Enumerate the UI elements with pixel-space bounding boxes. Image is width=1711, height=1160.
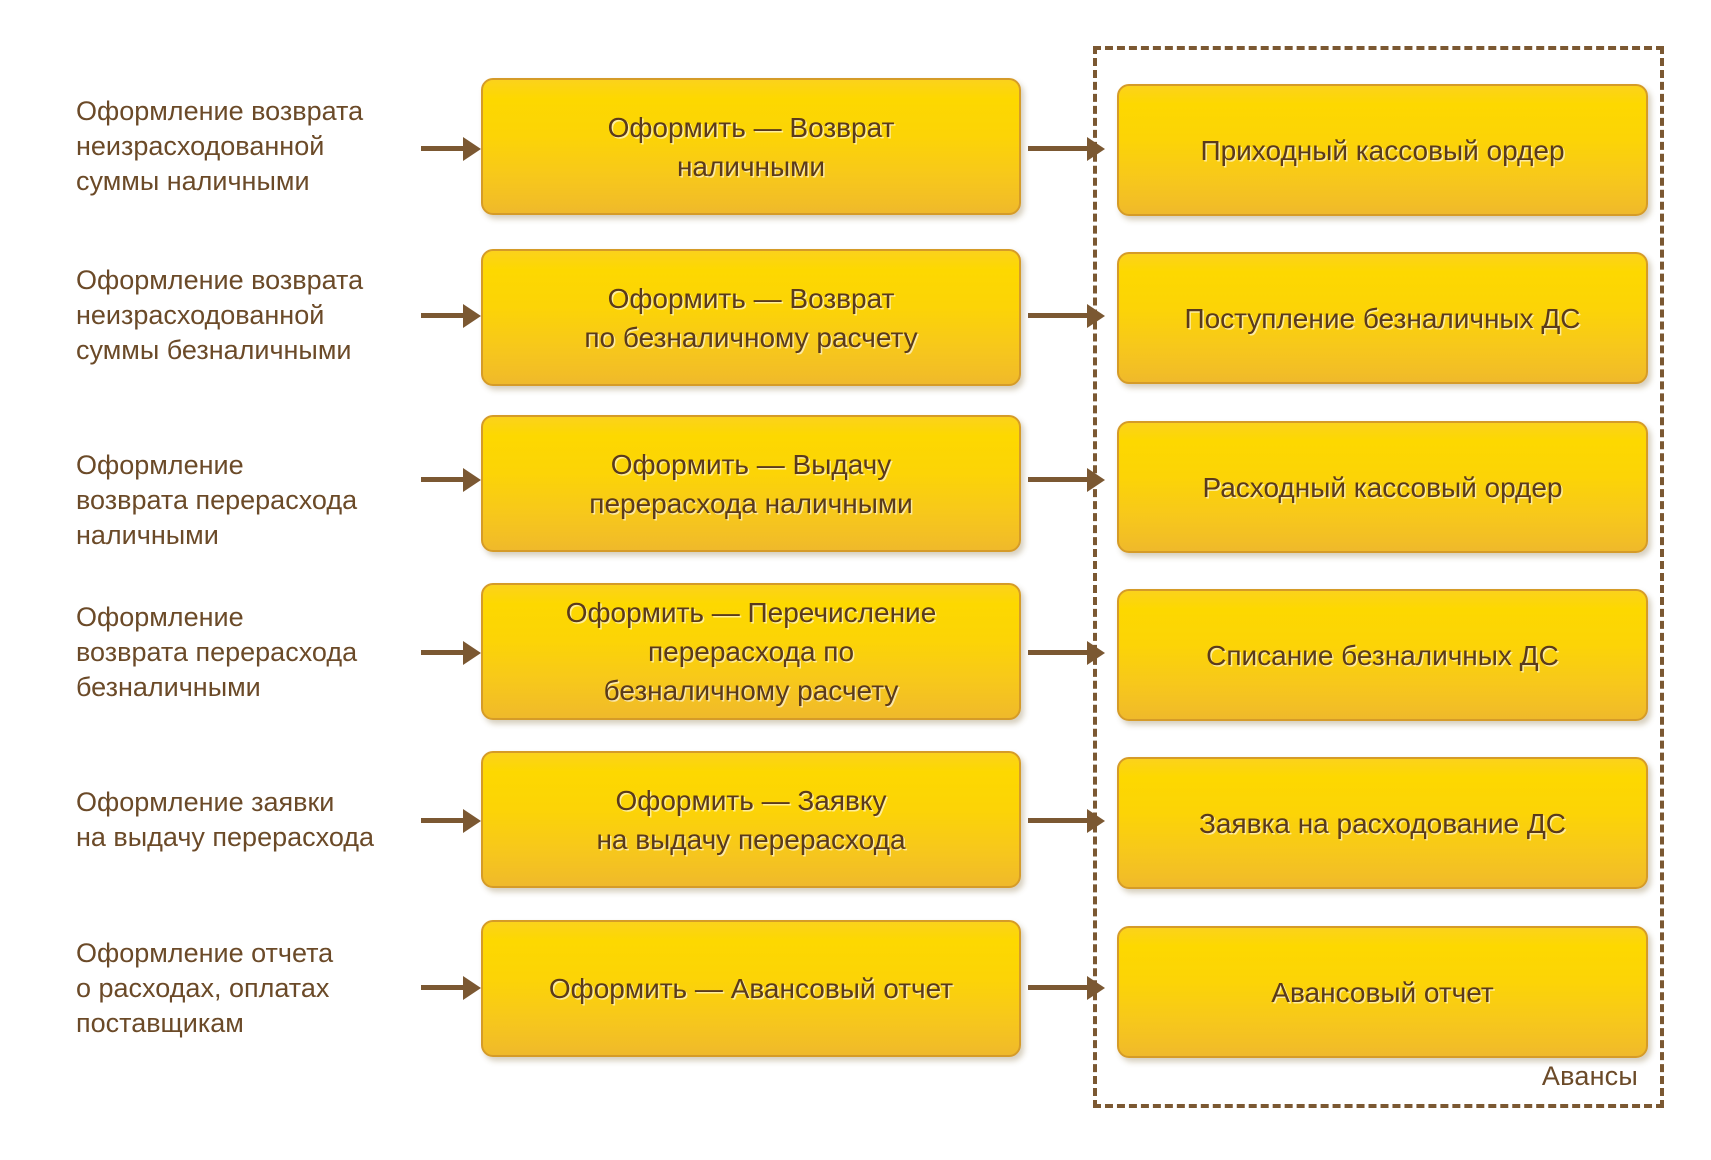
group-container-avansy: Авансы: [1093, 46, 1664, 1108]
row-description: Оформление возврата неизрасходованной су…: [76, 263, 426, 368]
group-label: Авансы: [1541, 1061, 1638, 1091]
document-box[interactable]: Поступление безналичных ДС: [1117, 252, 1648, 384]
document-box[interactable]: Заявка на расходование ДС: [1117, 757, 1648, 889]
description-line: Оформление отчета: [76, 938, 334, 968]
document-box-label: Заявка на расходование ДС: [1198, 807, 1567, 839]
action-box[interactable]: Оформить — Возврат наличными: [481, 78, 1021, 215]
description-line: наличными: [76, 520, 219, 550]
arrow-description-to-action: [421, 313, 464, 318]
arrow-description-to-action: [421, 985, 464, 990]
description-line: о расходах, оплатах: [76, 973, 330, 1003]
action-box-label: Оформить — Перечисление перерасхода по б…: [565, 597, 937, 706]
action-box-label: Оформить — Заявку на выдачу перерасхода: [596, 784, 906, 855]
description-line: безналичными: [76, 672, 261, 702]
description-line: суммы безналичными: [76, 335, 352, 365]
action-box[interactable]: Оформить — Выдачу перерасхода наличными: [481, 415, 1021, 552]
action-box-label: Оформить — Авансовый отчет: [548, 973, 954, 1004]
arrow-description-to-action: [421, 650, 464, 655]
action-box-label: Оформить — Выдачу перерасхода наличными: [589, 448, 913, 519]
action-box[interactable]: Оформить — Возврат по безналичному расче…: [481, 249, 1021, 386]
action-box[interactable]: Оформить — Перечисление перерасхода по б…: [481, 583, 1021, 720]
document-box-label: Поступление безналичных ДС: [1184, 302, 1581, 334]
arrow-description-to-action: [421, 477, 464, 482]
action-box[interactable]: Оформить — Заявку на выдачу перерасхода: [481, 751, 1021, 888]
action-box[interactable]: Оформить — Авансовый отчет: [481, 920, 1021, 1057]
description-line: неизрасходованной: [76, 300, 325, 330]
arrow-action-to-document: [1028, 146, 1088, 151]
document-box[interactable]: Авансовый отчет: [1117, 926, 1648, 1058]
document-box[interactable]: Приходный кассовый ордер: [1117, 84, 1648, 216]
row-description: Оформление отчета о расходах, оплатах по…: [76, 936, 426, 1041]
description-line: неизрасходованной: [76, 131, 325, 161]
action-box-label: Оформить — Возврат по безналичному расче…: [584, 282, 918, 353]
arrow-action-to-document: [1028, 313, 1088, 318]
arrow-description-to-action: [421, 818, 464, 823]
arrow-action-to-document: [1028, 650, 1088, 655]
document-box-label: Списание безналичных ДС: [1206, 639, 1559, 671]
arrow-action-to-document: [1028, 985, 1088, 990]
action-box-label: Оформить — Возврат наличными: [607, 111, 895, 182]
arrow-action-to-document: [1028, 818, 1088, 823]
description-line: Оформление возврата: [76, 265, 364, 295]
row-description: Оформление возврата перерасхода наличным…: [76, 448, 426, 553]
arrow-description-to-action: [421, 146, 464, 151]
description-line: суммы наличными: [76, 166, 310, 196]
description-line: возврата перерасхода: [76, 637, 358, 667]
document-box-label: Приходный кассовый ордер: [1200, 134, 1565, 166]
description-line: возврата перерасхода: [76, 485, 358, 515]
row-description: Оформление заявки на выдачу перерасхода: [76, 785, 426, 855]
document-box-label: Расходный кассовый ордер: [1202, 471, 1563, 503]
arrow-action-to-document: [1028, 477, 1088, 482]
document-box[interactable]: Списание безналичных ДС: [1117, 589, 1648, 721]
description-line: Оформление возврата: [76, 96, 364, 126]
description-line: Оформление: [76, 450, 244, 480]
row-description: Оформление возврата неизрасходованной су…: [76, 94, 426, 199]
document-box[interactable]: Расходный кассовый ордер: [1117, 421, 1648, 553]
description-line: Оформление: [76, 602, 244, 632]
row-description: Оформление возврата перерасхода безналич…: [76, 600, 426, 705]
description-line: на выдачу перерасхода: [76, 822, 375, 852]
document-box-label: Авансовый отчет: [1271, 976, 1494, 1008]
description-line: поставщикам: [76, 1008, 244, 1038]
description-line: Оформление заявки: [76, 787, 335, 817]
